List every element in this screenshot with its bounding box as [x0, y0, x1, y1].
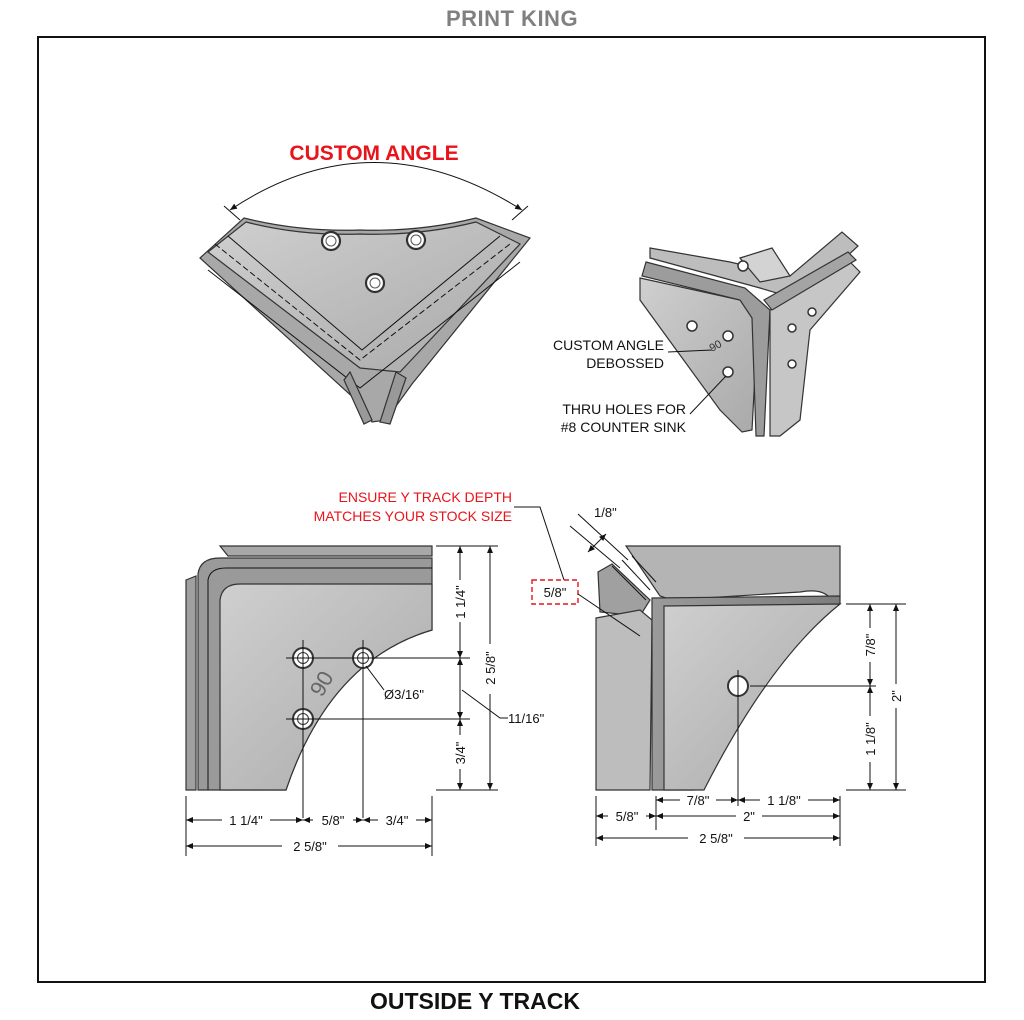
top-view-plate — [207, 221, 521, 373]
iso-hole — [787, 323, 797, 333]
iso-deboss-leader — [667, 349, 713, 353]
front-dim-h1-label: 1 1/4" — [229, 813, 263, 828]
side-dim-h2-label: 1 1/8" — [767, 793, 801, 808]
side-note-line-2: MATCHES YOUR STOCK SIZE — [314, 508, 512, 524]
custom-angle-ext-right — [511, 205, 529, 221]
front-plate — [219, 583, 433, 791]
side-dim-thickness-ext — [569, 525, 621, 569]
brand-title: PRINT KING — [445, 6, 579, 31]
side-depth-box — [531, 579, 579, 605]
front-track-edge — [207, 567, 432, 790]
side-top-plate — [624, 545, 841, 601]
front-dim-htotal-label: 2 5/8" — [293, 839, 327, 854]
iso-note-holes-1: THRU HOLES FOR — [562, 401, 686, 417]
iso-right-flange — [763, 251, 857, 311]
side-dim-v1-label: 7/8" — [863, 633, 878, 656]
side-view: 7/8" 1 1/8" 5/8" 2" 2 5/8" 7/8" 1 1/8" 2… — [314, 489, 906, 846]
iso-hole — [787, 359, 797, 369]
top-view-track-line-2 — [227, 235, 501, 351]
top-view: CUSTOM ANGLE — [199, 142, 531, 425]
top-view-fin-left — [343, 370, 373, 425]
side-dim-h1-label: 7/8" — [687, 793, 710, 808]
side-dim-hmid-label: 2" — [743, 809, 755, 824]
front-outer-flange — [185, 575, 197, 791]
front-dim-v1-label: 1 1/4" — [453, 585, 468, 619]
top-view-hole — [364, 272, 386, 294]
front-dim-v2-label: 3/4" — [453, 741, 468, 764]
front-dim-h2-label: 5/8" — [322, 813, 345, 828]
iso-hole — [807, 307, 817, 317]
side-dim-vtotal-label: 2" — [889, 690, 904, 702]
iso-holes-leader — [689, 375, 727, 415]
side-fins — [597, 563, 651, 617]
iso-top-hole — [737, 260, 749, 272]
top-view-hole — [405, 229, 427, 251]
front-view: 90 1 1/4" 5/8" 3/4" 2 5/8" 1 1/4" 3/4" — [185, 545, 545, 856]
top-view-track-line-1 — [214, 243, 511, 361]
custom-angle-label: CUSTOM ANGLE — [289, 142, 458, 165]
side-plate — [663, 603, 842, 791]
side-dim-v2-label: 1 1/8" — [863, 722, 878, 756]
iso-view: 90 CUSTOM ANGLE DEBOSSED THRU HOLES FOR … — [553, 231, 861, 437]
iso-hole — [722, 330, 734, 342]
front-dim-leader-label: 11/16" — [508, 711, 545, 726]
iso-note-debossed-2: DEBOSSED — [586, 355, 664, 371]
side-note-line-1: ENSURE Y TRACK DEPTH — [339, 489, 513, 505]
iso-hole — [722, 366, 734, 378]
side-dim-depth-label: 5/8" — [544, 585, 567, 600]
top-view-track-line-3 — [207, 261, 521, 389]
iso-note-debossed-1: CUSTOM ANGLE — [553, 337, 664, 353]
drawing-frame — [37, 36, 986, 983]
top-view-hole — [320, 230, 342, 252]
side-dim-htotal-label: 2 5/8" — [699, 831, 733, 846]
front-top-flange — [218, 545, 433, 557]
top-view-fin-right — [379, 371, 407, 425]
front-leader-11-16 — [461, 689, 508, 719]
drawing-title: OUTSIDE Y TRACK — [369, 988, 580, 1014]
front-dim-h3-label: 3/4" — [386, 813, 409, 828]
front-dim-vtotal-label: 2 5/8" — [483, 651, 498, 685]
iso-note-holes-2: #8 COUNTER SINK — [561, 419, 687, 435]
iso-hole — [686, 320, 698, 332]
side-depth-leader — [577, 593, 641, 637]
side-note-leader — [514, 506, 565, 581]
side-dim-thickness-label: 1/8" — [594, 505, 617, 520]
iso-left-flange — [641, 261, 771, 437]
front-hole-dia-label: Ø3/16" — [384, 687, 424, 702]
front-hole-leader — [365, 665, 385, 691]
side-dim-h3-label: 5/8" — [616, 809, 639, 824]
iso-right-panel — [769, 261, 861, 437]
custom-angle-arc — [229, 162, 523, 211]
side-left-block — [595, 609, 653, 791]
iso-back-fin — [738, 247, 791, 283]
side-fin-line — [611, 555, 657, 601]
side-dim-thickness-line — [587, 533, 607, 553]
custom-angle-ext-left — [223, 205, 241, 221]
